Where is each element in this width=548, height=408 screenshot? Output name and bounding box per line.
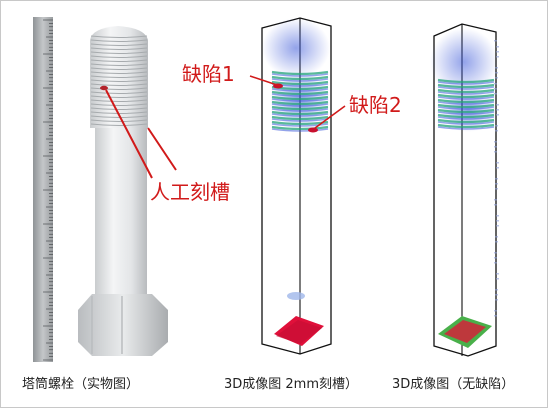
groove-leader (105, 89, 153, 179)
groove-label: 人工刻槽 (150, 180, 230, 204)
voxel-bands (437, 78, 495, 130)
ct-base-red (444, 320, 486, 343)
voxel-cloud (262, 18, 330, 78)
defect2-label: 缺陷2 (349, 93, 402, 117)
ruler (33, 17, 53, 362)
defect1-leader (249, 75, 281, 87)
voxel-cloud (430, 28, 498, 96)
ruler-ticks (43, 19, 53, 361)
defect1-label: 缺陷1 (182, 62, 235, 86)
ct-panel-clean (430, 23, 499, 357)
defect2-mark (308, 127, 318, 133)
caption-ct-defect: 3D成像图 2mm刻槽） (224, 377, 359, 392)
groove-mark (100, 85, 108, 91)
voxel-blob (287, 292, 305, 300)
bolt-photo (78, 26, 177, 356)
voxel-bands (271, 70, 329, 132)
bolt-shank (95, 128, 147, 304)
caption-photo: 塔筒螺栓（实物图） (22, 377, 140, 392)
voxel-speckle (494, 40, 499, 317)
ct-panel-defect (249, 17, 346, 355)
defect2-leader (314, 105, 346, 129)
caption-ct-clean: 3D成像图（无缺陷） (392, 377, 515, 392)
bolt-hex-head (78, 294, 168, 356)
